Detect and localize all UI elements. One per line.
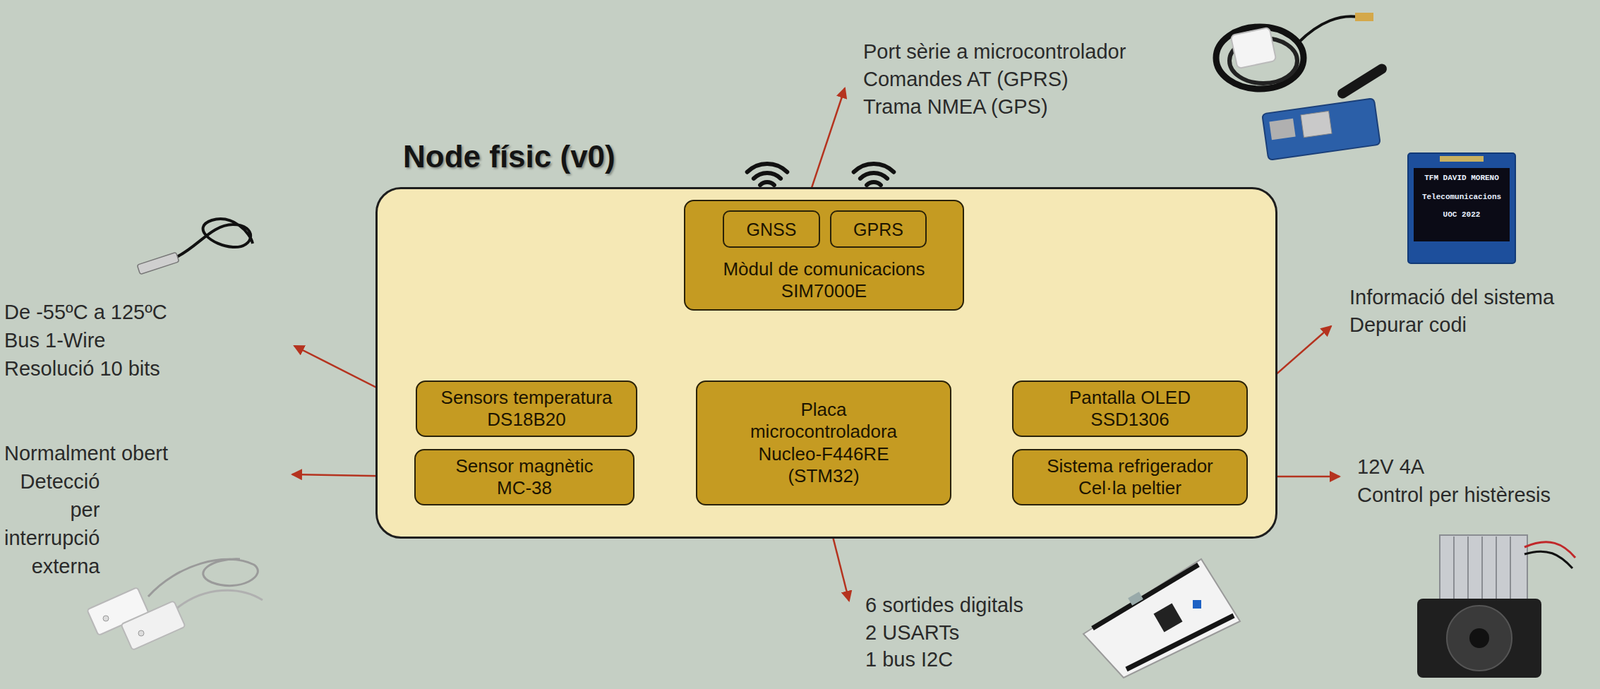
group-heading: Node físic (v0)	[402, 138, 616, 176]
module-board	[1261, 98, 1381, 161]
callout-text: Bus 1-Wire	[4, 326, 106, 355]
oled-screen	[1413, 167, 1510, 242]
module-box: GNSS GPRS Mòdul de comunicacions SIM7000E	[683, 199, 965, 311]
callout-text: Informació del sistema	[1349, 283, 1555, 312]
callout-text: Comandes AT (GPRS)	[863, 64, 1069, 94]
communication-module-picture	[1216, 12, 1389, 161]
system-boundary: GNSS GPRS Mòdul de comunicacions SIM7000E S…	[375, 187, 1278, 539]
box-label: Sensor magnètic MC-38	[439, 455, 610, 499]
sensor-screw	[103, 615, 109, 622]
heat-sink-fin	[1467, 536, 1469, 605]
gps-antenna	[1230, 27, 1277, 70]
module-chip	[1300, 110, 1332, 137]
sensor-cable	[176, 590, 263, 609]
fan-rotor	[1446, 605, 1512, 671]
nucleo-board-picture	[1083, 558, 1241, 678]
oled-board	[1408, 153, 1516, 264]
sim-slot	[1268, 118, 1296, 140]
callout-text: Port sèrie a microcontrolador	[863, 37, 1126, 66]
microcontroller-box: Placa microcontroladora Nucleo-F446RE (S…	[695, 380, 952, 506]
sensor-box: Sensor magnètic MC-38	[414, 448, 635, 506]
probe-cable	[176, 218, 253, 257]
actuator-box: Sistema refrigerador Cel·la peltier	[1012, 448, 1248, 506]
usb-connector	[1127, 591, 1144, 605]
callout-text: De -55ºC a 125ºC	[4, 297, 168, 327]
box-label: GNSS	[746, 218, 797, 240]
antenna-cable	[1298, 16, 1359, 43]
display-box: Pantalla OLED SSD1306	[1012, 380, 1248, 437]
wireless-arc	[747, 163, 788, 173]
callout-text: Depurar codi	[1349, 310, 1467, 339]
fan-frame	[1417, 598, 1542, 678]
callout-text: Control per histèresis	[1357, 480, 1551, 509]
leader-lines	[292, 88, 1340, 601]
wireless-arc	[860, 172, 888, 179]
wireless-arc	[853, 163, 895, 173]
wireless-arc	[866, 182, 881, 185]
temperature-probe-picture	[136, 218, 253, 274]
submodule-box: GNSS	[722, 210, 821, 248]
magnetic-sensor-picture	[86, 558, 263, 651]
callout-text: 6 sortides digitals	[865, 590, 1024, 619]
antenna-cable-coil	[1216, 26, 1304, 89]
box-label: GPRS	[853, 218, 904, 240]
heat-sink-fin	[1453, 536, 1455, 605]
gsm-antenna	[1335, 62, 1389, 101]
screen-text: TFM DAVID MORENO	[1424, 173, 1500, 183]
screen-text: UOC 2022	[1443, 210, 1481, 220]
callout-text: Detecció per interrupció externa	[0, 467, 100, 581]
heat-sink-fin	[1481, 536, 1483, 605]
heat-sink-fin	[1509, 536, 1512, 605]
probe-tube	[136, 251, 179, 274]
board-pcb	[1083, 558, 1241, 678]
button	[1192, 599, 1202, 609]
power-wire	[1524, 551, 1573, 569]
fan-hub	[1469, 628, 1490, 648]
callout-text: Normalment obert	[4, 438, 168, 468]
box-label: Pantalla OLED SSD1306	[1041, 386, 1219, 431]
callout-text: 12V 4A	[1357, 452, 1425, 481]
antenna-connector	[1355, 12, 1374, 22]
sensor-box: Sensors temperatura DS18B20	[415, 380, 638, 437]
pin-header	[1092, 564, 1199, 629]
power-wire	[1524, 542, 1576, 558]
callout-text: 1 bus I2C	[865, 645, 953, 674]
heat-sink	[1439, 534, 1528, 606]
wireless-arc	[753, 172, 781, 179]
box-label: Sensors temperatura DS18B20	[424, 386, 629, 431]
sensor-block	[120, 600, 185, 651]
box-label: Mòdul de comunicacions SIM7000E	[707, 258, 941, 303]
mcu-chip	[1153, 603, 1183, 633]
box-label: Sistema refrigerador Cel·la peltier	[1027, 455, 1233, 499]
leader-line	[808, 88, 845, 197]
heat-sink-fin	[1495, 536, 1497, 605]
box-label: Placa microcontroladora Nucleo-F446RE (S…	[735, 398, 912, 487]
pin-header	[1126, 615, 1234, 670]
sensor-screw	[138, 630, 144, 636]
oled-display-picture	[1408, 153, 1516, 264]
callout-text: Resolució 10 bits	[4, 354, 161, 383]
wireless-arc	[760, 182, 775, 185]
submodule-box: GPRS	[829, 210, 927, 248]
callout-text: 2 USARTs	[865, 618, 960, 647]
callout-text: Trama NMEA (GPS)	[863, 92, 1049, 121]
peltier-cooler-picture	[1417, 534, 1576, 678]
screen-text: Telecomunicacions	[1422, 192, 1502, 202]
oled-pins	[1439, 155, 1484, 162]
